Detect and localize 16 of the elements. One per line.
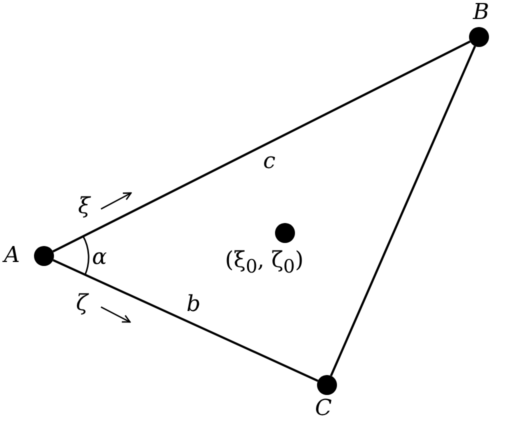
- triangle-side: [330, 46, 476, 376]
- point-dot: [34, 246, 54, 266]
- point-label: (ξ$_{0}$, ζ$_{0}$): [225, 249, 304, 280]
- point-label: B: [473, 1, 490, 25]
- point-dot: [275, 223, 295, 243]
- math-symbol: ξ: [78, 195, 90, 219]
- point-label: A: [4, 244, 20, 268]
- triangle-side: [52, 40, 471, 252]
- math-symbol: α: [92, 246, 107, 270]
- point-dot: [317, 375, 337, 395]
- triangle-side: [52, 259, 318, 382]
- point-dot: [469, 27, 489, 47]
- side-label: b: [186, 293, 201, 318]
- point-label: C: [315, 397, 332, 421]
- math-symbol: ζ: [76, 292, 88, 316]
- side-label: c: [263, 150, 276, 174]
